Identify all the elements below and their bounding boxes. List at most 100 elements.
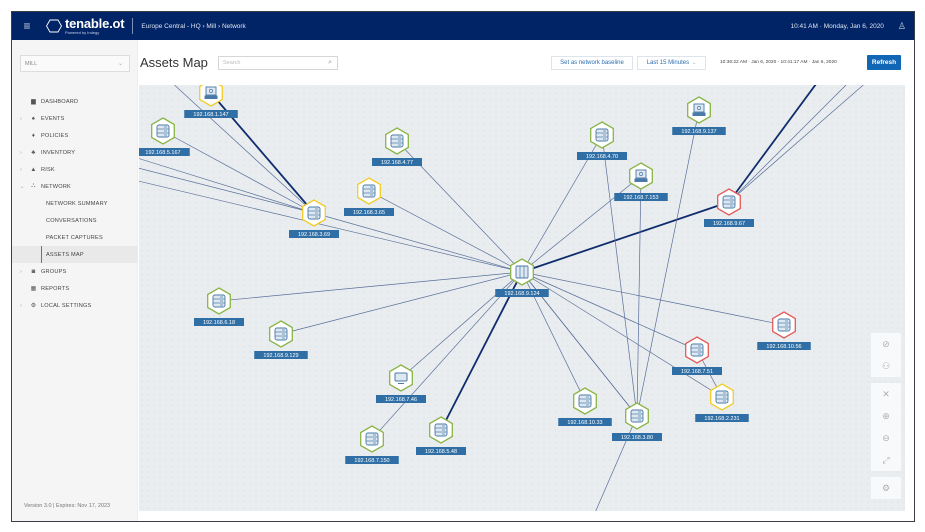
breadcrumb[interactable]: Europe Central - HQ › Mill › Network: [141, 22, 246, 30]
map-edge: [728, 85, 864, 203]
map-edge: [521, 271, 785, 326]
sidebar-item-dashboard[interactable]: ▆DASHBOARD: [12, 93, 138, 110]
asset-ip-label: 192.168.7.153: [623, 195, 658, 201]
asset-node[interactable]: 192.168.7.46: [376, 364, 426, 403]
sidebar-item-local-settings[interactable]: ›⚙LOCAL SETTINGS: [12, 297, 138, 314]
user-icon[interactable]: ♙: [897, 20, 906, 31]
asset-ip-label: 192.168.5.48: [425, 449, 457, 455]
asset-node[interactable]: 192.168.9.137: [672, 96, 726, 135]
asset-node[interactable]: 192.168.6.18: [194, 287, 244, 326]
map-edge: [139, 180, 523, 273]
asset-node[interactable]: 192.168.9.67: [704, 188, 754, 227]
asset-node[interactable]: 192.168.5.167: [139, 117, 190, 156]
map-edge: [521, 271, 698, 351]
site-select[interactable]: MILL ⌄: [20, 55, 130, 72]
sidebar-subitem-packet-captures[interactable]: PACKET CAPTURES: [12, 229, 138, 246]
asset-ip-label: 192.168.3.65: [353, 210, 385, 216]
asset-ip-label: 192.168.5.167: [145, 150, 180, 156]
sidebar-subitem-conversations[interactable]: CONVERSATIONS: [12, 212, 138, 229]
sidebar-subitem-network-summary[interactable]: NETWORK SUMMARY: [12, 195, 138, 212]
asset-node[interactable]: 192.168.5.48: [416, 416, 466, 455]
topology-icon[interactable]: ⚇: [881, 360, 891, 371]
asset-node[interactable]: 192.168.7.51: [672, 336, 722, 375]
asset-node[interactable]: 192.168.7.150: [345, 425, 399, 464]
sidebar-item-label: DASHBOARD: [41, 98, 79, 105]
asset-ip-label: 192.168.10.33: [567, 420, 602, 426]
sidebar-item-label: ASSETS MAP: [46, 251, 84, 258]
hide-icon[interactable]: ⊘: [882, 338, 890, 349]
zoom-in-icon[interactable]: ⊕: [882, 410, 890, 421]
site-select-value: MILL: [25, 60, 38, 67]
assets-map[interactable]: 192.168.1.147 192.168.5.167 192.168.3.69 19…: [139, 85, 905, 511]
map-edge: [521, 271, 723, 398]
sidebar-item-policies[interactable]: ♦POLICIES: [12, 127, 138, 144]
chevron-right-icon: ›: [20, 149, 22, 156]
asset-node[interactable]: 192.168.3.65: [344, 177, 394, 216]
asset-node[interactable]: 192.168.7.153: [614, 162, 668, 201]
map-view-controls: ⊘⚇: [871, 333, 901, 377]
map-edge: [521, 201, 730, 273]
sidebar-item-reports[interactable]: ▦REPORTS: [12, 280, 138, 297]
map-edge: [313, 212, 523, 273]
hamburger-icon[interactable]: ≡: [23, 19, 31, 33]
app-window: ≡ tenable.ot Powered by Indegy Europe Ce…: [11, 11, 915, 522]
sidebar-subitem-assets-map[interactable]: ASSETS MAP: [12, 246, 138, 263]
map-edge: [139, 158, 315, 214]
top-bar: ≡ tenable.ot Powered by Indegy Europe Ce…: [12, 12, 914, 40]
sidebar-item-label: PACKET CAPTURES: [46, 234, 103, 241]
asset-node[interactable]: 192.168.2.231: [695, 383, 749, 422]
asset-label-bg: [612, 433, 662, 441]
bell-icon: ♠: [31, 115, 36, 122]
asset-label-bg: [704, 219, 754, 227]
map-edge: [440, 271, 523, 431]
sidebar-item-inventory[interactable]: ›♣INVENTORY: [12, 144, 138, 161]
asset-label-bg: [194, 318, 244, 326]
asset-ip-label: 192.168.7.46: [385, 397, 417, 403]
asset-ip-label: 192.168.9.67: [713, 221, 745, 227]
asset-node[interactable]: 192.168.3.69: [289, 199, 339, 238]
pin-icon: ♦: [31, 132, 36, 139]
asset-node[interactable]: 192.168.4.70: [577, 121, 627, 160]
map-edge: [371, 271, 523, 440]
map-settings-icon[interactable]: ⚙: [881, 482, 891, 493]
asset-node[interactable]: 192.168.4.77: [372, 127, 422, 166]
asset-label-bg: [289, 230, 339, 238]
asset-label-bg: [577, 152, 627, 160]
expand-icon[interactable]: ⤢: [882, 454, 890, 465]
set-baseline-button[interactable]: Set as network baseline: [551, 56, 633, 70]
sidebar-item-network[interactable]: ⌄⛬NETWORK: [12, 178, 138, 195]
asset-ip-label: 192.168.3.69: [298, 232, 330, 238]
asset-ip-label: 192.168.7.150: [354, 458, 389, 464]
risk-icon: ▲: [30, 166, 37, 173]
asset-label-bg: [139, 148, 190, 156]
asset-node[interactable]: 192.168.10.56: [757, 311, 811, 350]
asset-node[interactable]: 192.168.9.124: [495, 258, 549, 297]
fit-icon[interactable]: ✕: [882, 388, 890, 399]
sidebar-item-groups[interactable]: ›◙GROUPS: [12, 263, 138, 280]
server-icon: [362, 184, 376, 198]
sidebar-item-label: GROUPS: [41, 268, 67, 275]
time-range-text: 10:36:22 AM · Jan 6, 2020 - 10:41:17 AM …: [720, 60, 837, 65]
map-settings-controls: ⚙: [871, 477, 901, 499]
search-icon: ⌕: [328, 59, 332, 66]
map-edge: [280, 271, 523, 335]
page-title: Assets Map: [140, 55, 208, 70]
logo-text: tenable.ot: [65, 16, 125, 31]
sidebar-item-label: NETWORK SUMMARY: [46, 200, 108, 207]
asset-label-bg: [614, 193, 668, 201]
sidebar-item-risk[interactable]: ›▲RISK: [12, 161, 138, 178]
asset-node[interactable]: 192.168.10.33: [558, 387, 612, 426]
asset-node[interactable]: 192.168.9.129: [254, 320, 308, 359]
asset-node[interactable]: 192.168.1.147: [184, 85, 238, 118]
assets-map-canvas[interactable]: 192.168.1.147 192.168.5.167 192.168.3.69 19…: [139, 85, 905, 511]
asset-node[interactable]: 192.168.3.80: [612, 402, 662, 441]
server-icon: [595, 128, 609, 142]
zoom-out-icon[interactable]: ⊖: [882, 432, 890, 443]
search-input[interactable]: Search ⌕: [218, 56, 338, 70]
refresh-button[interactable]: Refresh: [867, 55, 901, 70]
sidebar-item-label: EVENTS: [41, 115, 65, 122]
sidebar-item-label: NETWORK: [41, 183, 71, 190]
sidebar-item-events[interactable]: › ♠ EVENTS: [12, 110, 138, 127]
time-range-select[interactable]: Last 15 Minutes ⌄: [637, 56, 706, 70]
chevron-right-icon: ›: [20, 115, 22, 122]
